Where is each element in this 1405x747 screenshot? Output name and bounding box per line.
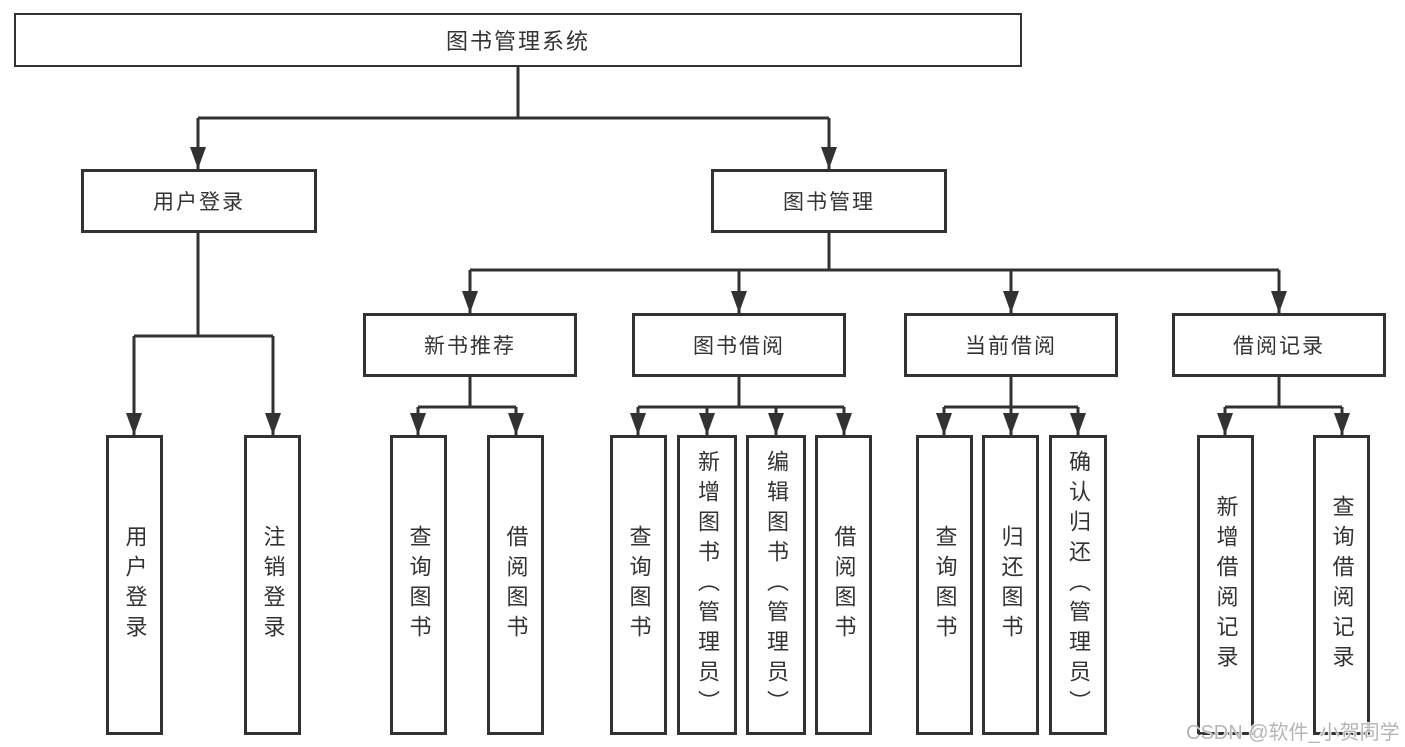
- node-root-library-system: 图书管理系统: [14, 13, 1022, 67]
- leaf-query-borrow-record: 查询借阅记录: [1313, 435, 1370, 735]
- leaf-add-books-admin-label: 新增图书（管理员）: [695, 450, 720, 720]
- leaf-borrow-books-label: 借阅图书: [831, 525, 857, 645]
- leaf-return-books: 归还图书: [982, 435, 1039, 735]
- node-user-login: 用户登录: [81, 169, 317, 233]
- leaf-query-books-current: 查询图书: [916, 435, 973, 735]
- leaf-edit-books-admin: 编辑图书（管理员）: [746, 435, 806, 735]
- leaf-return-books-label: 归还图书: [998, 525, 1024, 645]
- leaf-borrow-books-recommend-label: 借阅图书: [503, 525, 529, 645]
- node-borrow-records: 借阅记录: [1172, 313, 1386, 377]
- leaf-user-login: 用户登录: [106, 435, 163, 735]
- leaf-logout-login: 注销登录: [244, 435, 301, 735]
- leaf-add-borrow-record: 新增借阅记录: [1197, 435, 1254, 735]
- leaf-query-books-current-label: 查询图书: [932, 525, 958, 645]
- leaf-query-books-borrow: 查询图书: [610, 435, 667, 735]
- leaf-confirm-return-admin: 确认归还（管理员）: [1049, 435, 1107, 735]
- node-book-borrow: 图书借阅: [632, 313, 846, 377]
- leaf-confirm-return-admin-label: 确认归还（管理员）: [1066, 450, 1091, 720]
- node-new-book-recommend: 新书推荐: [363, 313, 577, 377]
- leaf-edit-books-admin-label: 编辑图书（管理员）: [764, 450, 789, 720]
- leaf-query-books-recommend-label: 查询图书: [406, 525, 432, 645]
- leaf-add-books-admin: 新增图书（管理员）: [677, 435, 737, 735]
- leaf-query-borrow-record-label: 查询借阅记录: [1329, 495, 1355, 675]
- leaf-borrow-books-recommend: 借阅图书: [487, 435, 544, 735]
- leaf-query-books-borrow-label: 查询图书: [626, 525, 652, 645]
- leaf-borrow-books: 借阅图书: [815, 435, 872, 735]
- leaf-add-borrow-record-label: 新增借阅记录: [1213, 495, 1239, 675]
- leaf-logout-login-label: 注销登录: [260, 525, 286, 645]
- csdn-watermark: CSDN @软件_小贺同学: [1186, 722, 1400, 744]
- leaf-user-login-label: 用户登录: [122, 525, 148, 645]
- node-current-borrow: 当前借阅: [904, 313, 1118, 377]
- node-book-management: 图书管理: [711, 169, 947, 233]
- leaf-query-books-recommend: 查询图书: [390, 435, 447, 735]
